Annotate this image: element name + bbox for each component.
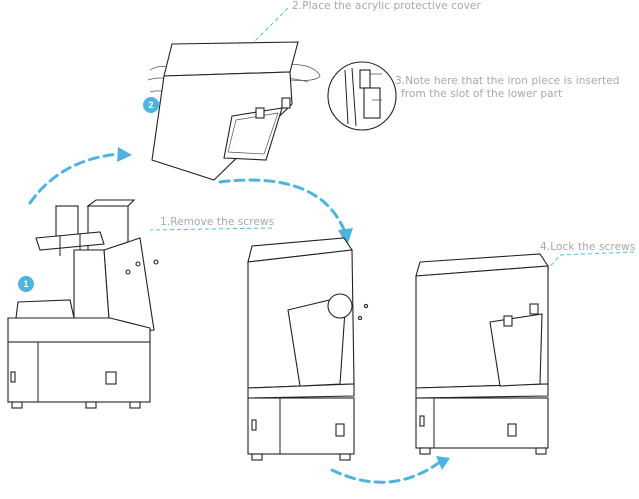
step-badge-2: 2 (143, 97, 159, 113)
flow-arrow-top-left (28, 147, 132, 205)
zoom-detail-iron-piece (327, 61, 397, 131)
leader-place-cover (247, 7, 289, 49)
label-remove-screws: 1.Remove the screws (160, 216, 275, 228)
printer-cover-placed-illustration (247, 237, 369, 461)
label-note-iron-cont: from the slot of the lower part (401, 88, 563, 100)
flow-arrow-bottom (330, 456, 450, 484)
label-note-iron: 3.Note here that the iron piece is inser… (395, 75, 620, 87)
printer-final-illustration (415, 253, 549, 455)
leader-remove-screws (149, 227, 273, 231)
printer-open-illustration (7, 199, 159, 409)
acrylic-cover-illustration (147, 41, 321, 181)
label-lock-screws: 4.Lock the screws (540, 241, 636, 253)
flow-arrow-center (218, 178, 353, 246)
step-badge-1: 1 (18, 276, 34, 292)
label-place-cover: 2.Place the acrylic protective cover (292, 0, 481, 12)
